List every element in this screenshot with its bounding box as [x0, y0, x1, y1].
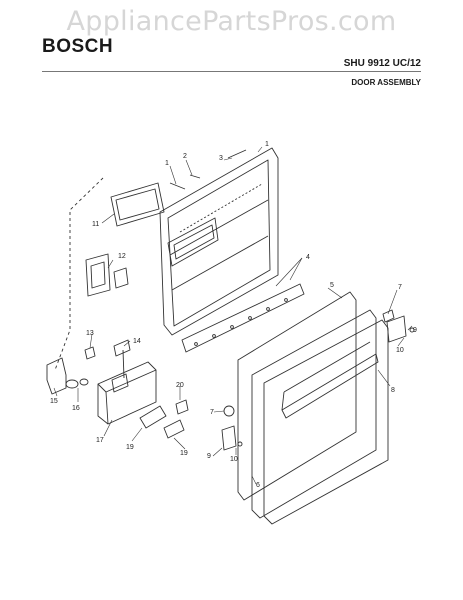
dashed-guide-line	[54, 177, 104, 371]
callout-17: 17	[96, 437, 104, 444]
callout-7a: 7	[398, 284, 402, 291]
gasket-frame	[110, 182, 165, 227]
inner-door-liner	[159, 147, 279, 336]
latch-assembly	[46, 357, 89, 395]
mounting-plate	[85, 253, 129, 297]
callout-3: 3	[219, 155, 223, 162]
callout-9a: 9	[413, 327, 417, 334]
switch-parts	[84, 339, 131, 379]
callout-9b: 9	[207, 453, 211, 460]
middle-panel	[237, 291, 357, 501]
model-number: SHU 9912 UC/12	[343, 58, 421, 69]
callout-11: 11	[92, 221, 99, 228]
screw-parts	[169, 149, 247, 190]
callout-6: 6	[256, 482, 260, 489]
bottom-rail	[181, 283, 305, 353]
section-title: DOOR ASSEMBLY	[351, 78, 421, 87]
callout-4: 4	[306, 254, 310, 261]
leader-lines	[53, 146, 413, 485]
brand-logo: BOSCH	[42, 36, 114, 57]
callout-16: 16	[72, 405, 80, 412]
front-panel-back	[251, 309, 377, 519]
callout-20: 20	[176, 382, 184, 389]
outer-door-panel	[263, 319, 389, 525]
callout-19b: 19	[180, 450, 188, 457]
callout-12: 12	[118, 253, 126, 260]
callout-1a: 1	[165, 160, 169, 167]
spring-parts	[139, 399, 189, 439]
callout-10b: 10	[230, 456, 238, 463]
callout-19a: 19	[126, 444, 134, 451]
watermark: AppliancePartsPros.com	[66, 6, 397, 37]
callout-14: 14	[133, 338, 141, 345]
callout-10a: 10	[396, 347, 404, 354]
dispenser-window	[167, 217, 219, 267]
callout-labels: 1 1 2 3 4 5 6 7 7 8 9 9 10 10 11 12 13 1…	[50, 141, 417, 489]
callout-7b: 7	[210, 409, 214, 416]
left-hinge-parts	[221, 405, 243, 451]
control-module	[97, 361, 157, 425]
header-rule	[42, 71, 421, 72]
callout-15: 15	[50, 398, 58, 405]
callout-8: 8	[391, 387, 395, 394]
callout-5: 5	[330, 282, 334, 289]
callout-13: 13	[86, 330, 94, 337]
callout-2: 2	[183, 153, 187, 160]
callout-1b: 1	[265, 141, 269, 148]
